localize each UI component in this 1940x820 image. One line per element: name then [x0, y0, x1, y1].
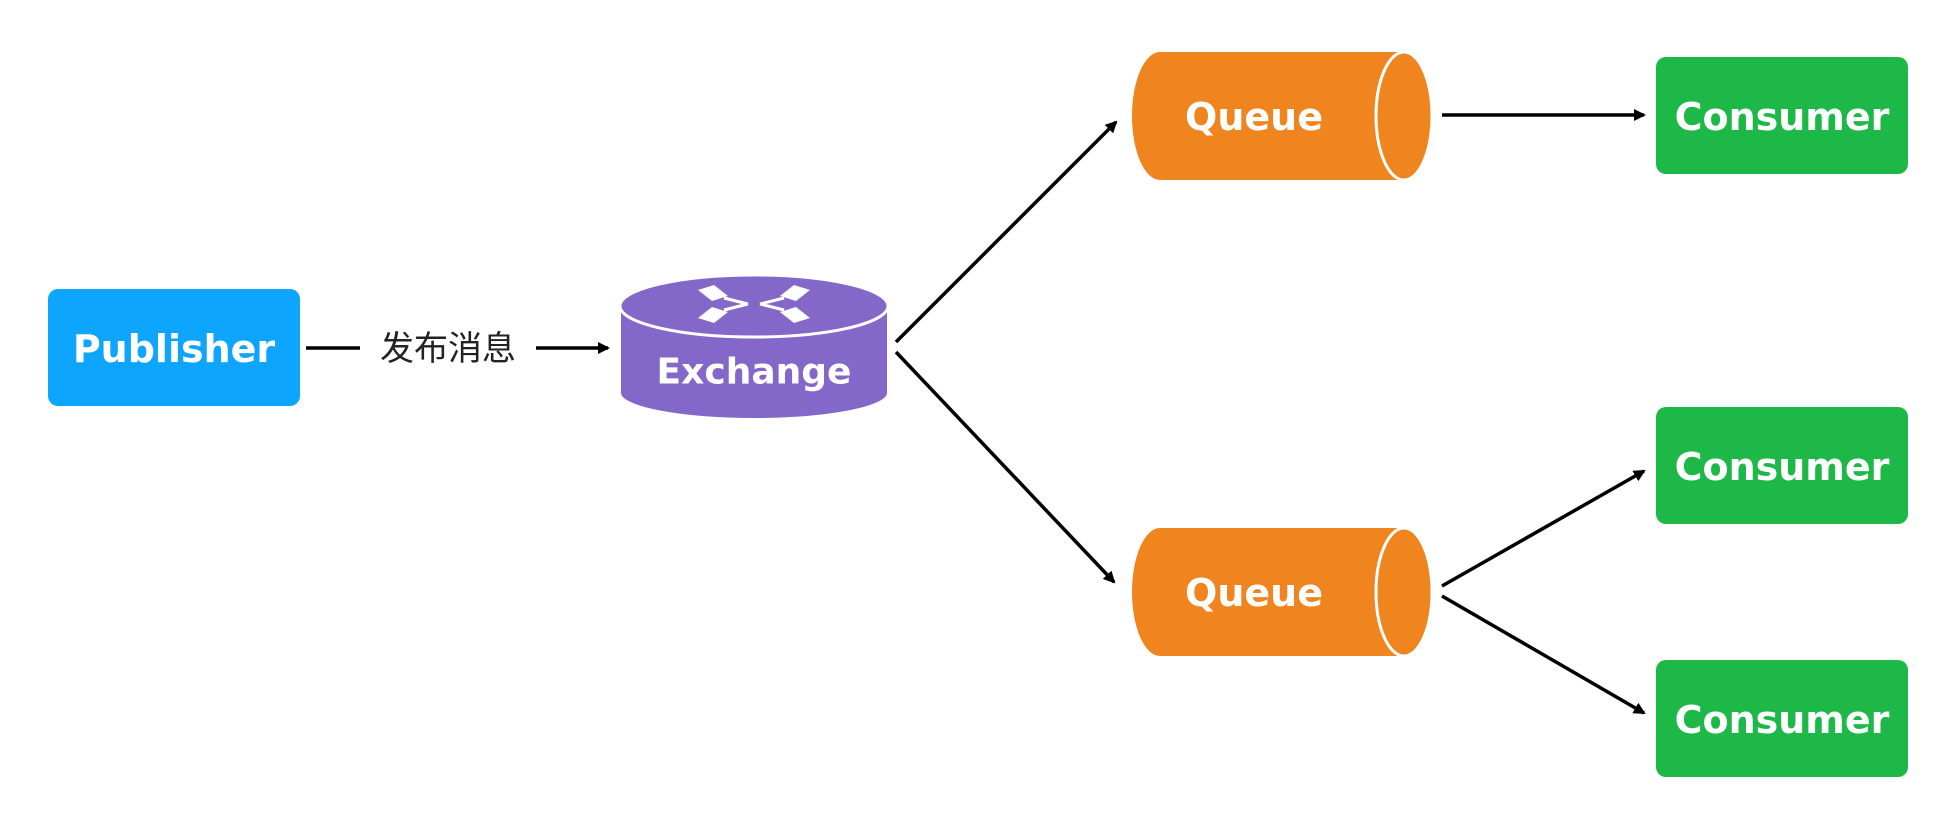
publisher-node[interactable]: Publisher [48, 289, 300, 406]
queue-top-end [1374, 50, 1434, 182]
consumer-3-label: Consumer [1675, 698, 1890, 742]
queue-bottom-label: Queue [1185, 571, 1323, 615]
consumer-1-node[interactable]: Consumer [1656, 57, 1908, 174]
exchange-label: Exchange [657, 352, 852, 393]
publisher-box [48, 289, 300, 406]
consumer-3-box [1656, 660, 1908, 777]
queue-top-node[interactable]: Queue [1132, 50, 1434, 182]
publish-message-label: 发布消息 [380, 329, 516, 369]
consumer-1-label: Consumer [1675, 95, 1890, 139]
publisher-label: Publisher [73, 327, 276, 371]
consumer-2-label: Consumer [1675, 445, 1890, 489]
consumer-2-box [1656, 407, 1908, 524]
queue-top-label: Queue [1185, 95, 1323, 139]
edge-exchange-queue-bottom [894, 350, 1116, 584]
consumer-1-box [1656, 57, 1908, 174]
consumer-3-node[interactable]: Consumer [1656, 660, 1908, 777]
edge-queue-bottom-consumer-3 [1441, 594, 1646, 715]
exchange-node[interactable]: Exchange [618, 273, 890, 420]
exchange-router-icon [698, 285, 810, 323]
queue-top-body [1132, 52, 1404, 180]
exchange-top [618, 273, 890, 339]
edge-queue-bottom-consumer-2 [1441, 469, 1646, 588]
edge-publisher-exchange: 发布消息 [306, 329, 610, 369]
edge-exchange-queue-top [894, 120, 1118, 344]
queue-bottom-end [1374, 526, 1434, 658]
consumer-2-node[interactable]: Consumer [1656, 407, 1908, 524]
queue-bottom-node[interactable]: Queue [1132, 526, 1434, 658]
queue-bottom-body [1132, 528, 1404, 656]
